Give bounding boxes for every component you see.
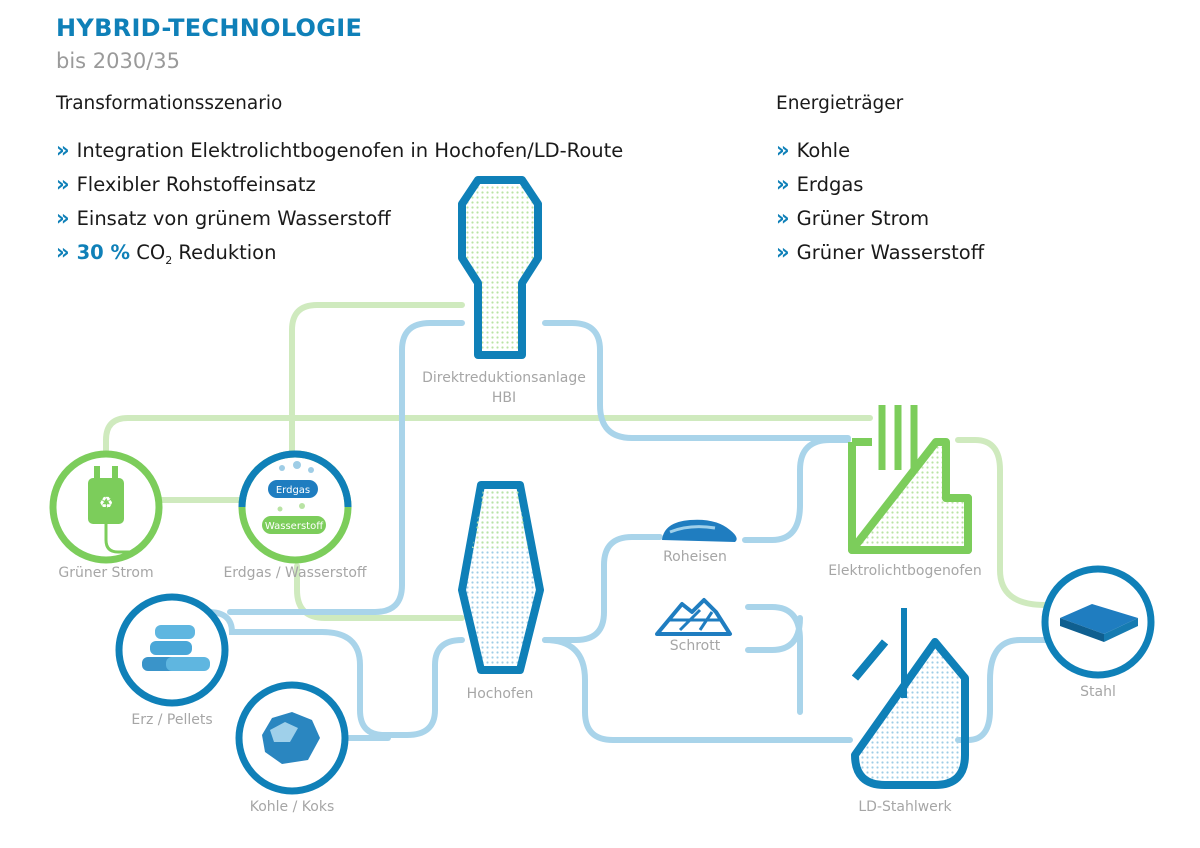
list-item: »Grüner Strom [776, 206, 930, 230]
list-item: »Kohle [776, 138, 851, 162]
direktreduktion-vessel [458, 176, 542, 359]
gruener-strom-node: ♻ [49, 450, 163, 564]
list-item: »Flexibler Rohstoffeinsatz [56, 172, 316, 196]
chevron-right-icon: » [56, 206, 69, 230]
page-title: HYBRID-TECHNOLOGIE [56, 14, 363, 42]
transformation-heading: Transformationsszenario [56, 93, 283, 114]
list-item: »Integration Elektrolichtbogenofen in Ho… [56, 138, 624, 162]
blue-line-direkt-right [542, 320, 851, 441]
elektrolichtbogenofen-vessel [848, 405, 972, 554]
list-item: »Erdgas [776, 172, 864, 196]
list-item-co2: »30 % CO2 Reduktion [56, 240, 277, 267]
blue-line-to-ld [542, 637, 853, 743]
coal-icon [262, 712, 320, 764]
blue-line-to-stahl [987, 637, 1048, 689]
blue-line-to-roheisen [542, 534, 663, 643]
blue-connectors [205, 320, 1048, 743]
stahl-node [1041, 565, 1155, 679]
green-line-to-stahl [955, 437, 1048, 608]
pellets-icon [142, 625, 210, 671]
gruener-strom-label: Grüner Strom [58, 565, 154, 581]
svg-text:Wasserstoff: Wasserstoff [265, 521, 324, 532]
stahl-label: Stahl [1080, 684, 1116, 700]
blue-line-roheisen-elo [742, 437, 851, 543]
erz-pellets-node [115, 593, 229, 707]
blue-line-erz [205, 609, 465, 738]
kohle-koks-node [235, 681, 349, 795]
co2-formula: CO2 [136, 241, 173, 267]
co2-percent: 30 % [76, 241, 131, 264]
green-line-top [289, 302, 465, 473]
energy-list: »Kohle »Erdgas »Grüner Strom »Grüner Was… [776, 135, 984, 271]
roheisen-icon [662, 519, 737, 542]
erdgas-wasserstoff-label: Erdgas / Wasserstoff [223, 565, 367, 581]
energy-heading: Energieträger [776, 93, 904, 114]
chevron-right-icon: » [56, 172, 69, 196]
direktreduktion-label: Direktreduktionsanlage HBI [422, 370, 586, 406]
erz-pellets-label: Erz / Pellets [131, 712, 213, 728]
blue-line-schrott-low [745, 615, 803, 653]
recycle-icon: ♻ [99, 493, 113, 512]
steel-plate-icon [1060, 604, 1138, 642]
erdgas-wasserstoff-node: Erdgas Wasserstoff [238, 450, 352, 564]
schrott-label: Schrott [669, 638, 721, 654]
chevron-right-icon: » [56, 138, 69, 162]
blue-line-direkt-left [227, 320, 465, 615]
hochofen-vessel [458, 481, 544, 674]
green-line-main [103, 415, 873, 471]
hochofen-label: Hochofen [466, 686, 534, 702]
erdgas-badge [268, 480, 318, 498]
page-subtitle: bis 2030/35 [56, 49, 181, 73]
chevron-right-icon: » [56, 240, 69, 264]
chevron-right-icon: » [776, 206, 789, 230]
chevron-right-icon: » [776, 240, 789, 264]
transformation-list: »Integration Elektrolichtbogenofen in Ho… [56, 135, 623, 271]
list-item: »Grüner Wasserstoff [776, 240, 985, 264]
plug-icon [88, 478, 124, 524]
elektrolichtbogenofen-label: Elektrolichtbogenofen [828, 563, 982, 579]
ld-stahlwerk-vessel [851, 608, 969, 789]
blue-line-schrott [745, 604, 803, 715]
svg-text:Erdgas: Erdgas [276, 485, 310, 496]
wasserstoff-badge [262, 516, 326, 534]
list-item: »Einsatz von grünem Wasserstoff [56, 206, 391, 230]
chevron-right-icon: » [776, 138, 789, 162]
kohle-koks-label: Kohle / Koks [249, 799, 335, 815]
ld-stahlwerk-label: LD-Stahlwerk [858, 799, 952, 815]
roheisen-label: Roheisen [663, 549, 727, 565]
chevron-right-icon: » [776, 172, 789, 196]
schrott-icon [655, 598, 732, 636]
